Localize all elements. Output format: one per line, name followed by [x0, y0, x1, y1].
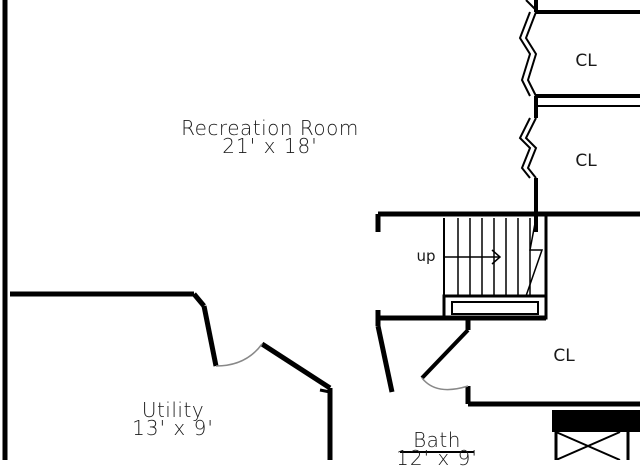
bath-room-dims: 12' x 9'	[396, 446, 478, 470]
recreation-room-label: Recreation Room 21' x 18'	[170, 118, 370, 156]
recreation-room-name: Recreation Room	[181, 116, 359, 140]
doors	[201, 303, 470, 393]
utility-room-name: Utility	[141, 398, 205, 422]
staircase	[442, 214, 548, 320]
closet-doors	[518, 0, 538, 179]
walls	[2, 0, 640, 460]
closet-label-3: CL	[553, 346, 575, 366]
utility-room-label: Utility 13' x 9'	[118, 400, 228, 438]
bath-room-name: Bath	[413, 428, 461, 452]
floor-plan	[2, 0, 640, 460]
utility-room-dims: 13' x 9'	[132, 416, 214, 440]
closet-label-1: CL	[575, 51, 597, 71]
bath-room-label: Bath 12' x 9'	[392, 430, 482, 468]
recreation-room-dims: 21' x 18'	[222, 134, 318, 158]
stairs-direction-label: up	[416, 247, 436, 265]
closet-label-2: CL	[575, 151, 597, 171]
